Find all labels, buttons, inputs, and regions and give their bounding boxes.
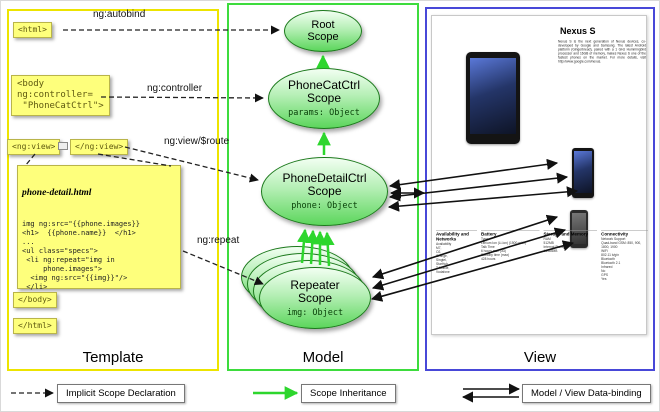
html-open-tag-box: <html> xyxy=(13,22,52,38)
phonecat-scope-ellipse: PhoneCatCtrl Scope params: Object xyxy=(268,68,380,129)
legend-data-binding: Model / View Data-binding xyxy=(522,384,651,403)
phone-description: Nexus S is the next generation of Nexus … xyxy=(558,40,646,64)
template-code: img ng:src="{{phone.images}}<h1> {{phone… xyxy=(22,220,176,310)
scope-title: Repeater xyxy=(290,277,340,292)
ng-view-open-box: <ng:view> xyxy=(7,139,61,155)
label-ng-repeat: ng:repeat xyxy=(197,235,240,246)
repeater-scope-ellipse: Repeater Scope img: Object xyxy=(259,267,371,329)
spec-heading: Battery xyxy=(480,230,540,237)
code-line: img ng:src="{{phone.images}} xyxy=(22,220,141,228)
legend-implicit-scope: Implicit Scope Declaration xyxy=(57,384,185,403)
template-filename: phone-detail.html xyxy=(22,188,92,198)
spec-item: WiFi xyxy=(601,249,608,254)
phone-thumbnail-screen xyxy=(574,151,592,193)
code-line: <img ng:src="{{img}}"/> xyxy=(22,274,128,282)
scope-title: Scope xyxy=(297,290,333,305)
phone-thumbnail-1 xyxy=(572,148,594,198)
label-ng-controller: ng:controller xyxy=(147,83,203,94)
model-column-label: Model xyxy=(302,349,344,366)
spec-item: GPS xyxy=(601,273,609,278)
spec-heading: Availability and Networks xyxy=(436,230,477,242)
spec-item: Bluetooth 2.1 xyxy=(601,261,621,266)
spec-item: 16384MB xyxy=(543,249,558,254)
html-close-tag-box: </html> xyxy=(13,318,57,334)
label-ng-view-route: ng:view/$route xyxy=(164,136,230,147)
spec-item: Quad-band GSM: 850, 900, 1800, 1900 xyxy=(601,241,642,250)
spec-item: Network Support xyxy=(601,237,626,242)
spec-item: 428 hours xyxy=(480,257,496,262)
body-close-tag-box: </body> xyxy=(13,292,57,308)
code-line: <li ng:repeat="img in xyxy=(22,256,115,264)
code-line: <ul class="specs"> xyxy=(22,247,98,255)
phonedetail-scope-ellipse: PhoneDetailCtrl Scope phone: Object xyxy=(261,157,388,226)
scope-property: params: Object xyxy=(288,108,360,118)
ng-view-placeholder-icon xyxy=(58,142,68,150)
scope-property: phone: Object xyxy=(291,201,358,211)
body-open-tag-box: <body ng:controller= "PhoneCatCtrl"> xyxy=(11,75,110,116)
template-column-label: Template xyxy=(82,349,144,366)
phone-thumbnail-screen xyxy=(572,213,586,244)
scope-title: Scope xyxy=(307,184,342,198)
phone-screen xyxy=(470,58,516,134)
ng-view-close-box: </ng:view> xyxy=(70,139,129,155)
spec-item: 802.11 b/g/n xyxy=(601,253,620,258)
legend-scope-inheritance: Scope Inheritance xyxy=(301,384,396,403)
root-scope-ellipse: Root Scope xyxy=(284,10,362,52)
scope-title: Scope xyxy=(306,91,342,105)
code-line: ... xyxy=(22,238,35,246)
spec-item: Infrared xyxy=(601,265,613,270)
scope-title: PhoneCatCtrl xyxy=(287,78,361,92)
spec-item: Yes xyxy=(601,277,607,282)
view-column-label: View xyxy=(523,349,557,366)
code-line: phone.images"> xyxy=(22,265,103,273)
scope-title: PhoneDetailCtrl xyxy=(282,171,367,185)
phone-detail-template-box: phone-detail.html img ng:src="{{phone.im… xyxy=(17,165,181,309)
spec-heading: Storage and Memory xyxy=(543,230,598,237)
code-line: </li> xyxy=(22,283,48,291)
phone-title: Nexus S xyxy=(560,26,596,36)
spec-item: No xyxy=(601,269,606,274)
code-line: <h1> {{phone.name}} </h1> xyxy=(22,229,136,237)
phone-main-image xyxy=(466,52,520,144)
spec-heading: Connectivity xyxy=(601,230,648,237)
spec-item: Vodafone xyxy=(436,270,450,275)
phone-thumbnail-2 xyxy=(570,210,588,248)
scope-property: img: Object xyxy=(286,307,344,318)
label-ng-autobind: ng:autobind xyxy=(93,9,146,20)
scope-title: Root xyxy=(311,19,335,31)
phone-detail-page: Nexus S Nexus S is the next generation o… xyxy=(431,15,648,335)
scope-title: Scope xyxy=(307,31,339,43)
spec-item: Bluetooth xyxy=(601,257,615,262)
